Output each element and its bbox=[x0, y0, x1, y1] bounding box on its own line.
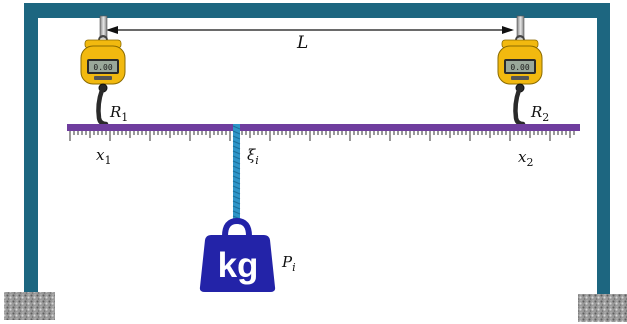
reaction-label-right: R2 bbox=[531, 103, 549, 124]
load-position-label: ξi bbox=[247, 146, 259, 167]
span-dimension bbox=[106, 26, 514, 34]
rope-twist bbox=[232, 190, 241, 195]
rope-twist bbox=[232, 150, 241, 155]
beam-bar bbox=[67, 124, 580, 131]
position-label-left: x1 bbox=[96, 146, 111, 167]
hanging-scale-left: 0.00 bbox=[80, 15, 126, 127]
arrowhead-right bbox=[502, 26, 514, 34]
scale-screen bbox=[89, 61, 117, 72]
reaction-left-index: 1 bbox=[121, 111, 129, 124]
rope-twist bbox=[232, 140, 241, 145]
scale-hook bbox=[513, 87, 526, 127]
ruler-beam bbox=[67, 124, 580, 141]
scale-display: 0.00 bbox=[510, 63, 529, 72]
frame-left-post bbox=[24, 3, 38, 292]
position-left-symbol: x bbox=[96, 146, 105, 164]
load-rope bbox=[232, 124, 241, 225]
rope-twist bbox=[232, 160, 241, 165]
rope-twist bbox=[232, 165, 241, 170]
position-left-index: 1 bbox=[104, 154, 112, 167]
scale-display: 0.00 bbox=[93, 63, 112, 72]
span-label-text: L bbox=[297, 33, 309, 53]
reaction-label-left: R1 bbox=[110, 103, 128, 124]
load-index: i bbox=[292, 261, 296, 274]
scale-buttons bbox=[94, 76, 112, 80]
support-frame bbox=[24, 3, 610, 294]
load-label: Pi bbox=[282, 253, 296, 274]
rope-twist bbox=[232, 175, 241, 180]
weight-body bbox=[199, 235, 276, 292]
rope-twist bbox=[232, 125, 241, 130]
hanging-scale-right: 0.00 bbox=[497, 15, 543, 127]
scale-buttons bbox=[511, 76, 529, 80]
rope-twist bbox=[232, 180, 241, 185]
rope-twist bbox=[232, 170, 241, 175]
weight-handle bbox=[222, 217, 252, 237]
load-position-symbol: ξ bbox=[247, 146, 256, 164]
load-position-index: i bbox=[255, 154, 259, 167]
scale-rod bbox=[99, 15, 108, 39]
frame-top-beam bbox=[24, 3, 610, 18]
arrowhead-left bbox=[106, 26, 118, 34]
reaction-right-symbol: R bbox=[531, 103, 543, 121]
reaction-left-symbol: R bbox=[110, 103, 122, 121]
scale-hook bbox=[96, 87, 109, 127]
span-label: L bbox=[297, 33, 308, 53]
rope-twist bbox=[232, 155, 241, 160]
position-label-right: x2 bbox=[518, 148, 533, 169]
weight-text: kg bbox=[218, 246, 259, 285]
reaction-right-index: 2 bbox=[542, 111, 550, 124]
load-symbol: P bbox=[282, 253, 293, 271]
scale-screen bbox=[506, 61, 534, 72]
digital-hanging-scale-icon: 0.00 bbox=[497, 15, 543, 127]
ground-block-left bbox=[4, 292, 55, 320]
kg-weight-icon: kg bbox=[199, 217, 276, 292]
rope-twist bbox=[232, 185, 241, 190]
rope-twist bbox=[232, 205, 241, 210]
scale-rod bbox=[516, 15, 525, 39]
ground-block-right bbox=[578, 294, 627, 322]
rope-twist bbox=[232, 210, 241, 215]
rope-twist bbox=[232, 195, 241, 200]
digital-hanging-scale-icon: 0.00 bbox=[80, 15, 126, 127]
rope-strand bbox=[233, 124, 240, 224]
frame-right-post bbox=[597, 3, 610, 294]
rope-twist bbox=[232, 200, 241, 205]
position-right-symbol: x bbox=[518, 148, 527, 166]
rope-twist bbox=[232, 135, 241, 140]
ruler-ticks bbox=[69, 131, 575, 141]
rope-twist bbox=[232, 145, 241, 150]
position-right-index: 2 bbox=[526, 156, 534, 169]
rope-twist bbox=[232, 130, 241, 135]
